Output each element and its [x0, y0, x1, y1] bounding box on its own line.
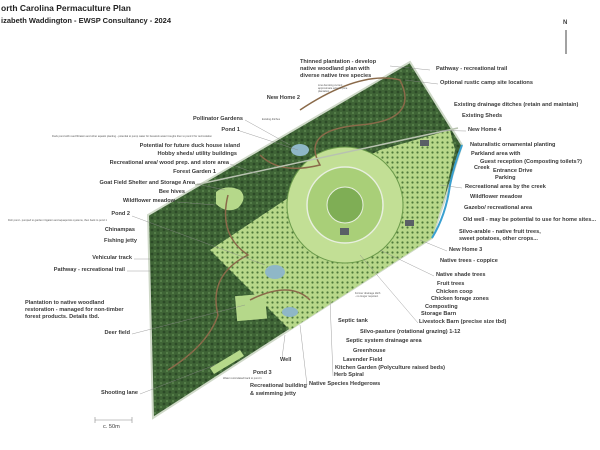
map-title: orth Carolina Permaculture Plan	[1, 3, 131, 13]
label-parking: Parking	[495, 175, 516, 181]
label-recreational-creek: Recreational area by the creek	[465, 184, 546, 190]
label-kitchen-garden: Kitchen Garden (Polyculture raised beds)	[335, 365, 446, 371]
note-pond-1: Duck pond with reed filtration and other…	[52, 135, 212, 138]
scale-bar	[94, 417, 133, 423]
label-swimming-jetty: & swimming jetty	[250, 391, 297, 397]
label-old-well: Old well - may be potential to use for h…	[463, 217, 597, 223]
label-native-shade-trees: Native shade trees	[436, 272, 486, 278]
label-creek: Creek	[474, 165, 490, 171]
note-plantation: Plantation to native woodland restoratio…	[25, 300, 124, 320]
label-entrance-drive: Entrance Drive	[493, 168, 533, 174]
note-pond-3: Water recirculated back to pond 1	[223, 377, 262, 380]
label-native-coppice: Native trees - coppice	[440, 258, 498, 264]
label-forest-garden-1: Forest Garden 1	[173, 169, 216, 175]
label-wildflower-meadow-east: Wildflower meadow	[470, 194, 523, 200]
label-new-home-3: New Home 3	[449, 247, 483, 253]
label-herb-spiral: Herb Spiral	[334, 372, 364, 378]
note-existing-ditches: Existing ditches	[262, 118, 281, 121]
label-pond-2: Pond 2	[111, 211, 130, 217]
label-greenhouse: Greenhouse	[353, 348, 386, 354]
shooting-lane	[210, 350, 244, 374]
label-duck-house-island: Potential for future duck house island	[139, 143, 240, 149]
pond-1	[291, 144, 309, 156]
woodland-trail	[259, 77, 406, 170]
recreational-trail	[167, 194, 311, 371]
label-new-home-2: New Home 2	[266, 95, 300, 101]
pond-3	[282, 307, 298, 317]
map-subtitle: izabeth Waddington - EWSP Consultancy - …	[1, 16, 172, 25]
label-silvo-arable-2: sweet potatoes, other crops...	[459, 236, 538, 242]
pond-2	[265, 265, 285, 279]
storage-barn	[340, 228, 349, 235]
label-pathway-west: Pathway - recreational trail	[53, 267, 125, 273]
kitchen-garden-circle	[326, 186, 364, 224]
label-hedgerows: Native Species Hedgerows	[309, 381, 381, 387]
label-pond-3: Pond 3	[253, 370, 272, 376]
north-label: N	[563, 20, 568, 26]
goat-field	[216, 187, 244, 211]
label-goat-field-shelter: Goat Field Shelter and Storage Area	[99, 180, 195, 186]
deer-field	[235, 293, 268, 322]
label-recreational-building: Recreational building	[250, 383, 307, 389]
new-home-3-building	[405, 220, 414, 226]
label-composting: Composting	[425, 304, 458, 310]
label-septic-drainage: Septic system drainage area	[346, 338, 422, 344]
label-new-home-4: New Home 4	[468, 127, 502, 133]
label-chicken-coop: Chicken coop	[436, 289, 473, 295]
label-shooting-lane: Shooting lane	[101, 390, 138, 396]
label-chicken-forage: Chicken forage zones	[431, 296, 489, 302]
label-lavender-field: Lavender Field	[343, 357, 383, 363]
note-thinned-plantation: Thinned plantation - develop native wood…	[300, 59, 377, 79]
note-pond-2: Fish pond - pumped to garden irrigation …	[8, 219, 107, 222]
creek	[431, 144, 463, 239]
label-pond-1: Pond 1	[221, 127, 240, 133]
label-bee-hives: Bee hives	[158, 189, 185, 195]
label-pollinator-gardens: Pollinator Gardens	[192, 116, 243, 122]
label-camp-sites: Optional rustic camp site locations	[440, 80, 533, 86]
label-storage-barn: Storage Barn	[421, 311, 457, 317]
leader-lines	[127, 65, 467, 395]
label-silvo-pasture: Silvo-pasture (rotational grazing) 1-12	[360, 329, 461, 335]
label-wildflower-meadow-west: Wildflower meadow	[122, 198, 175, 204]
label-drainage-ditches: Existing drainage ditches (retain and ma…	[454, 102, 579, 108]
label-septic-tank: Septic tank	[338, 318, 368, 324]
label-deer-field: Deer field	[104, 330, 131, 336]
label-parkland: Parkland area with	[471, 151, 521, 157]
note-plantation-edge: Line denoting current approximate edge o…	[318, 84, 348, 94]
label-fishing-jetty: Fishing jetty	[104, 238, 137, 244]
label-silvo-arable: Silvo-arable - native fruit trees,	[459, 229, 541, 235]
label-hobby-sheds: Hobby sheds/ utility buildings	[157, 151, 237, 157]
label-gazebo: Gazebo/ recreational area	[464, 205, 533, 211]
vehicular-track	[194, 127, 459, 186]
label-guest-reception: Guest reception (Composting toilets?)	[480, 159, 582, 165]
new-home-4-building	[420, 140, 429, 146]
label-vehicular-track: Vehicular track	[92, 255, 132, 261]
label-fruit-trees: Fruit trees	[437, 281, 465, 287]
label-recreational-wood-prep: Recreational area/ wood prep. and store …	[109, 160, 229, 166]
note-former-ditch: Former drainage ditch - no longer requir…	[355, 292, 381, 299]
label-chinampas: Chinampas	[104, 227, 135, 233]
label-livestock-barn: Livestock Barn (precise size tbd)	[419, 319, 507, 325]
label-well: Well	[280, 357, 292, 363]
label-pathway-east: Pathway - recreational trail	[436, 66, 508, 72]
scale-label: c. 50m	[103, 424, 120, 430]
label-ornamental-planting: Naturalistic ornamental planting	[470, 142, 556, 148]
label-existing-sheds: Existing Sheds	[462, 113, 503, 119]
